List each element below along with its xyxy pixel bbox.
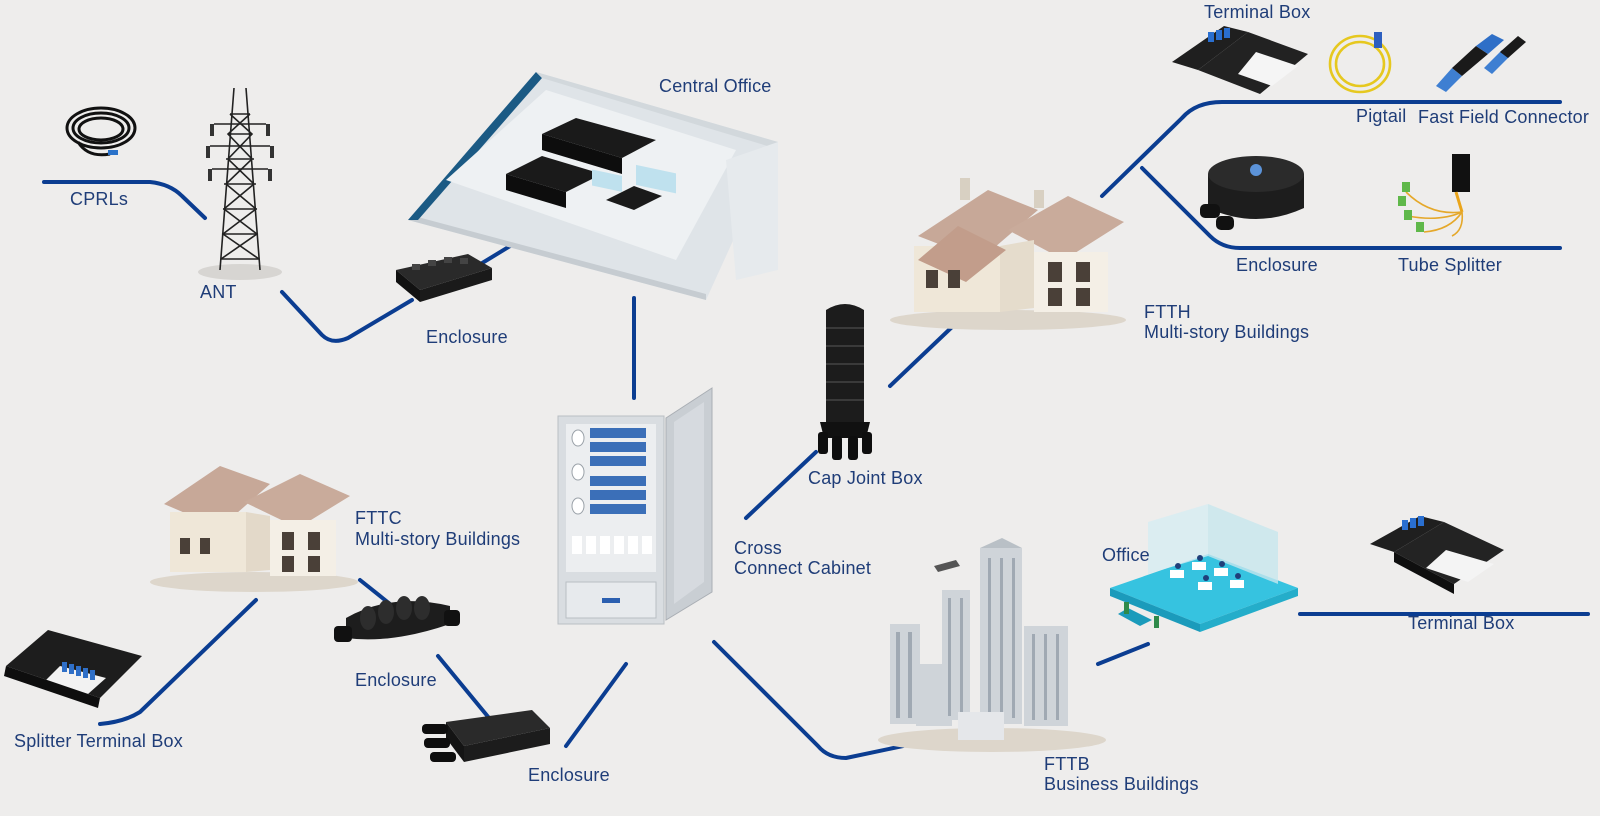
label-cprls: CPRLs bbox=[70, 189, 129, 209]
label-fttb-sub: Business Buildings bbox=[1044, 774, 1199, 794]
link-splitterbox-fttc bbox=[98, 598, 258, 726]
office-icon bbox=[1110, 504, 1298, 632]
link-ftth-top bbox=[1100, 100, 1562, 198]
label-cross: Cross bbox=[734, 538, 783, 558]
label-fttc: FTTC bbox=[355, 508, 402, 528]
cross-connect-cabinet-icon bbox=[557, 387, 713, 625]
cprl-cable-icon bbox=[65, 106, 137, 157]
link-fttc-enclosure bbox=[358, 578, 392, 606]
central-office-icon bbox=[408, 72, 778, 300]
splitter-terminal-box-icon bbox=[4, 630, 142, 708]
link-cabinet-capjoint bbox=[744, 450, 818, 520]
fttb-business-buildings-icon bbox=[878, 538, 1106, 752]
link-enclosure-enclosure bbox=[436, 654, 496, 726]
tube-splitter-icon bbox=[1398, 154, 1470, 237]
fttc-house-icon bbox=[150, 466, 358, 592]
label-fast-field-connector: Fast Field Connector bbox=[1418, 107, 1590, 127]
pigtail-icon bbox=[1328, 32, 1392, 94]
link-cabinet-fttb bbox=[712, 640, 905, 760]
link-ftth-right bbox=[1140, 166, 1562, 250]
label-connect-cabinet: Connect Cabinet bbox=[734, 558, 872, 578]
label-pigtail: Pigtail bbox=[1356, 106, 1407, 126]
label-enclosure-right: Enclosure bbox=[1236, 255, 1318, 275]
label-central-office: Central Office bbox=[659, 76, 772, 96]
label-enclosure-mid: Enclosure bbox=[355, 670, 437, 690]
enclosure-icon bbox=[422, 710, 550, 762]
cap-joint-box-icon bbox=[818, 304, 872, 460]
link-ant-enclosure bbox=[280, 290, 414, 343]
terminal-box-icon bbox=[1172, 26, 1308, 94]
label-tube-splitter: Tube Splitter bbox=[1398, 255, 1502, 275]
label-ftth-sub: Multi-story Buildings bbox=[1144, 322, 1310, 342]
terminal-box-icon bbox=[1370, 516, 1504, 594]
link-fttb-office bbox=[1096, 642, 1150, 666]
enclosure-icon bbox=[1200, 156, 1304, 230]
label-ftth: FTTH bbox=[1144, 302, 1191, 322]
label-cap-joint-box: Cap Joint Box bbox=[808, 468, 923, 488]
label-office: Office bbox=[1102, 545, 1150, 565]
enclosure-icon bbox=[396, 254, 492, 302]
label-terminal-box-right: Terminal Box bbox=[1408, 613, 1515, 633]
label-splitter-terminal-box: Splitter Terminal Box bbox=[14, 731, 183, 751]
link-cprls-ant bbox=[42, 180, 207, 220]
label-enclosure-top: Enclosure bbox=[426, 327, 508, 347]
label-fttc-sub: Multi-story Buildings bbox=[355, 529, 521, 549]
ftth-house-icon bbox=[890, 178, 1126, 330]
label-terminal-box-top: Terminal Box bbox=[1204, 2, 1311, 22]
label-fttb: FTTB bbox=[1044, 754, 1090, 774]
fast-field-connector-icon bbox=[1436, 34, 1526, 92]
label-ant: ANT bbox=[200, 282, 237, 302]
link-enclosure-cabinet bbox=[564, 662, 628, 748]
enclosure-icon bbox=[334, 596, 460, 642]
label-enclosure-bottom: Enclosure bbox=[528, 765, 610, 785]
antenna-tower-icon bbox=[198, 87, 282, 280]
